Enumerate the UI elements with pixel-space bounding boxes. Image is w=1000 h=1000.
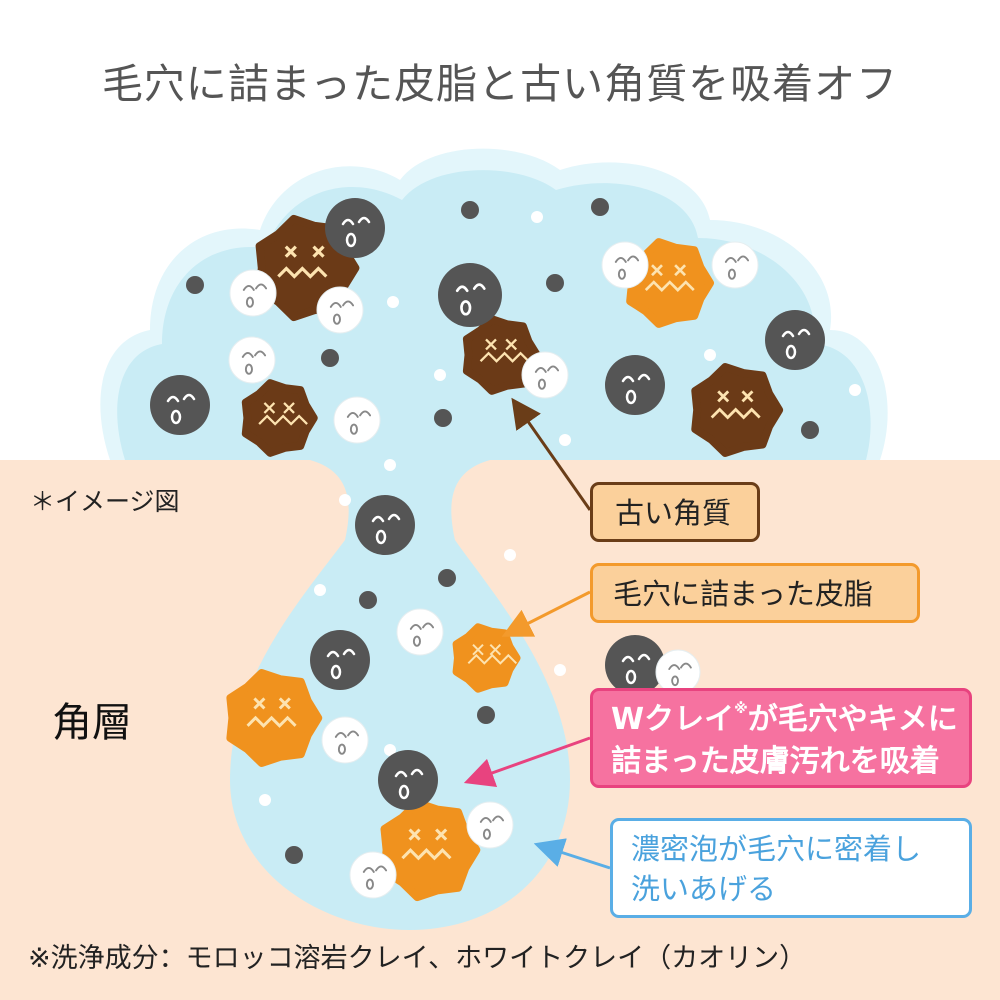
callout-arrows [463, 397, 611, 870]
white-dot [554, 664, 566, 676]
white-clay-particle [321, 716, 369, 764]
label-text: Wクレイ [611, 702, 735, 737]
label-sebum: 毛穴に詰まった皮脂 [590, 563, 920, 623]
label-text: 濃密泡が毛穴に密着し [631, 832, 922, 866]
dark-dot [186, 276, 204, 294]
label-text: 洗いあげる [631, 872, 777, 906]
white-dot [387, 296, 399, 308]
label-text: 詰まった皮膚汚れを吸着 [611, 744, 940, 779]
dark-clay-particle [765, 310, 825, 370]
arrow-clay [463, 736, 591, 788]
dark-dot [546, 274, 564, 292]
dark-dot [285, 846, 303, 864]
label-dense-foam: 濃密泡が毛穴に密着し洗いあげる [610, 818, 972, 918]
dark-dot [434, 409, 452, 427]
dark-dot [359, 591, 377, 609]
dark-dot [477, 706, 495, 724]
dark-dot [461, 201, 479, 219]
old-keratin-particle [241, 379, 318, 457]
dark-dot [591, 198, 609, 216]
footnote: ※洗浄成分：モロッコ溶岩クレイ、ホワイトクレイ（カオリン） [28, 943, 807, 974]
old-keratin-particle [691, 363, 784, 457]
white-clay-particle [466, 801, 514, 849]
dark-clay-particle [605, 355, 665, 415]
arrow-foam [533, 838, 611, 870]
dark-clay-particle [310, 630, 370, 690]
sebum-particle [452, 623, 521, 693]
sebum-particle [226, 669, 323, 767]
white-clay-particle [349, 851, 397, 899]
dark-clay-particle [150, 375, 210, 435]
white-dot [504, 549, 516, 561]
page-title: 毛穴に詰まった皮脂と古い角質を吸着オフ [101, 60, 899, 108]
label-text: が毛穴やキメに [747, 702, 958, 737]
sebum-particle [380, 798, 481, 902]
footnote-mark: ※ [734, 701, 748, 717]
white-dot [314, 584, 326, 596]
white-dot [339, 494, 351, 506]
white-dot [849, 384, 861, 396]
white-clay-particle [521, 351, 569, 399]
white-dot [434, 369, 446, 381]
white-dot [259, 794, 271, 806]
white-dot [384, 744, 396, 756]
white-clay-particle [333, 396, 381, 444]
white-dot [531, 211, 543, 223]
white-dot [559, 434, 571, 446]
dark-clay-particle [438, 263, 502, 327]
dark-clay-particle [325, 198, 385, 258]
label-text: 毛穴に詰まった皮脂 [613, 577, 873, 611]
old-keratin-particle [462, 315, 541, 395]
arrow-old-keratin [511, 397, 592, 511]
dark-clay-particle [378, 750, 438, 810]
white-clay-particle [228, 336, 276, 384]
label-old-keratin: 古い角質 [590, 482, 760, 542]
stratum-corneum-label: 角層 [52, 700, 132, 746]
white-dot [704, 349, 716, 361]
dark-clay-particle [355, 495, 415, 555]
dark-clay-particle [605, 635, 665, 695]
image-note: ＊イメージ図 [30, 487, 180, 516]
white-clay-particle [396, 608, 444, 656]
label-double-clay: Wクレイ※が毛穴やキメに詰まった皮膚汚れを吸着 [590, 688, 972, 788]
dark-dot [321, 349, 339, 367]
white-clay-particle [711, 241, 759, 289]
dark-dot [801, 421, 819, 439]
arrow-sebum [501, 590, 591, 637]
white-clay-particle [229, 269, 277, 317]
white-clay-particle [601, 241, 649, 289]
label-text: 古い角質 [615, 496, 732, 530]
white-dot [384, 459, 396, 471]
white-clay-particle [316, 286, 364, 334]
dark-dot [438, 569, 456, 587]
